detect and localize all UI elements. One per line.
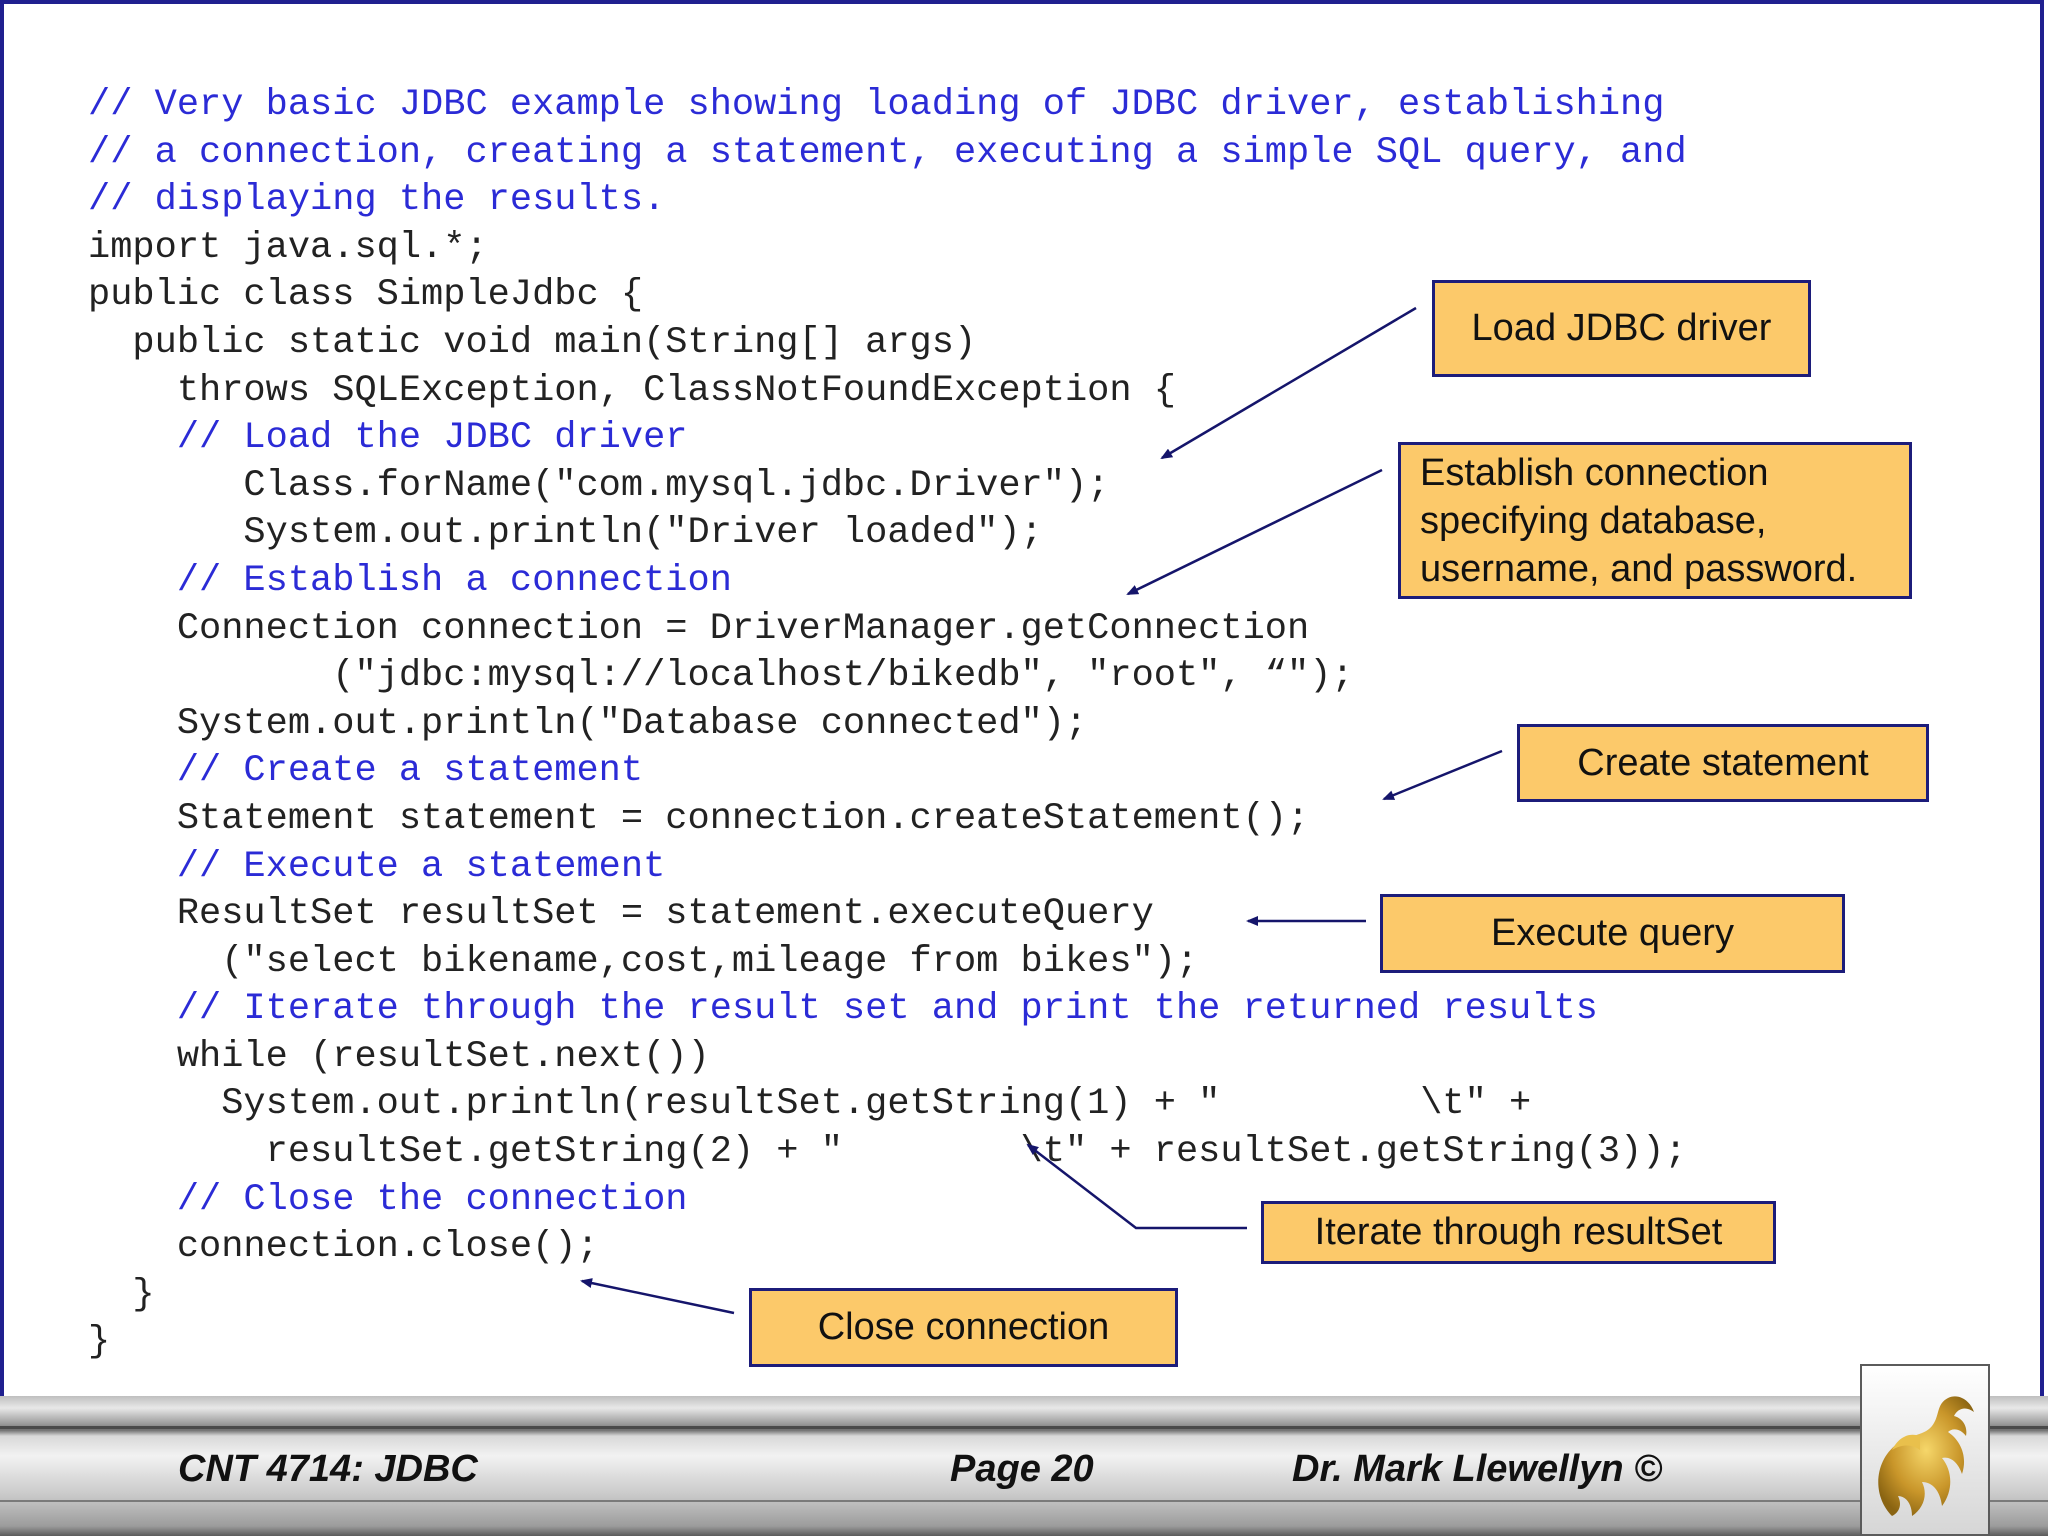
code-line: ("jdbc:mysql://localhost/bikedb", "root"… (88, 655, 1354, 698)
code-line: } (88, 1321, 111, 1364)
code-comment-line: // Load the JDBC driver (88, 417, 688, 460)
code-line: Class.forName("com.mysql.jdbc.Driver"); (88, 464, 1110, 507)
callout-execute-query-text: Execute query (1491, 912, 1734, 954)
code-line: System.out.println("Driver loaded"); (88, 512, 1043, 555)
footer-course: CNT 4714: JDBC (178, 1448, 478, 1490)
callout-close-text: Close connection (817, 1306, 1110, 1348)
code-comment-line: // Close the connection (88, 1178, 688, 1221)
callout-load-driver: Load JDBC driver (1432, 280, 1811, 377)
code-line: public static void main(String[] args) (88, 321, 977, 364)
callout-establish-line-3: username, and password. (1420, 547, 1858, 590)
footer-divider-top (0, 1426, 2048, 1429)
footer: CNT 4714: JDBC Page 20 Dr. Mark Llewelly… (0, 1364, 2048, 1536)
code-comment-line: // Execute a statement (88, 845, 666, 888)
code-line: ("select bikename,cost,mileage from bike… (88, 940, 1199, 983)
logo-box (1860, 1364, 1990, 1536)
code-line: connection.close(); (88, 1226, 599, 1269)
callout-iterate-text: Iterate through resultSet (1314, 1211, 1723, 1253)
code-line: Connection connection = DriverManager.ge… (88, 607, 1310, 650)
code-line: } (88, 1273, 155, 1316)
callout-execute-query: Execute query (1380, 894, 1845, 973)
pegasus-logo-icon (1878, 1396, 1974, 1516)
code-line: while (resultSet.next()) (88, 1035, 710, 1078)
code-comment-line: // displaying the results. (88, 179, 666, 222)
code-comment-line: // Iterate through the result set and pr… (88, 988, 1598, 1031)
code-line: System.out.println(resultSet.getString(1… (88, 1083, 1532, 1126)
callout-close-connection: Close connection (749, 1288, 1178, 1367)
callout-create-statement: Create statement (1517, 724, 1929, 802)
code-line: public class SimpleJdbc { (88, 274, 644, 317)
slide-border (0, 0, 2044, 1396)
code-listing: // Very basic JDBC example showing loadi… (88, 82, 1687, 1367)
footer-page-number: Page 20 (950, 1448, 1094, 1490)
code-comment-line: // Establish a connection (88, 559, 732, 602)
code-line: resultSet.getString(2) + " \t" + resultS… (88, 1131, 1687, 1174)
callout-establish-line-1: Establish connection (1420, 451, 1769, 494)
footer-divider-bottom (0, 1500, 2048, 1502)
code-line: ResultSet resultSet = statement.executeQ… (88, 893, 1154, 936)
code-comment-line: // a connection, creating a statement, e… (88, 131, 1687, 174)
footer-author: Dr. Mark Llewellyn © (1292, 1448, 1663, 1490)
callout-establish-connection: Establish connection specifying database… (1398, 442, 1912, 599)
code-line: System.out.println("Database connected")… (88, 702, 1088, 745)
callout-iterate-resultset: Iterate through resultSet (1261, 1201, 1776, 1264)
code-line: throws SQLException, ClassNotFoundExcept… (88, 369, 1176, 412)
callout-establish-line-2: specifying database, (1420, 499, 1767, 542)
code-line: Statement statement = connection.createS… (88, 797, 1310, 840)
footer-band (0, 1396, 2048, 1536)
callout-create-statement-text: Create statement (1577, 741, 1869, 784)
callout-load-driver-text: Load JDBC driver (1471, 307, 1772, 349)
code-comment-line: // Create a statement (88, 750, 644, 793)
code-line: import java.sql.*; (88, 226, 488, 269)
code-comment-line: // Very basic JDBC example showing loadi… (88, 84, 1665, 126)
